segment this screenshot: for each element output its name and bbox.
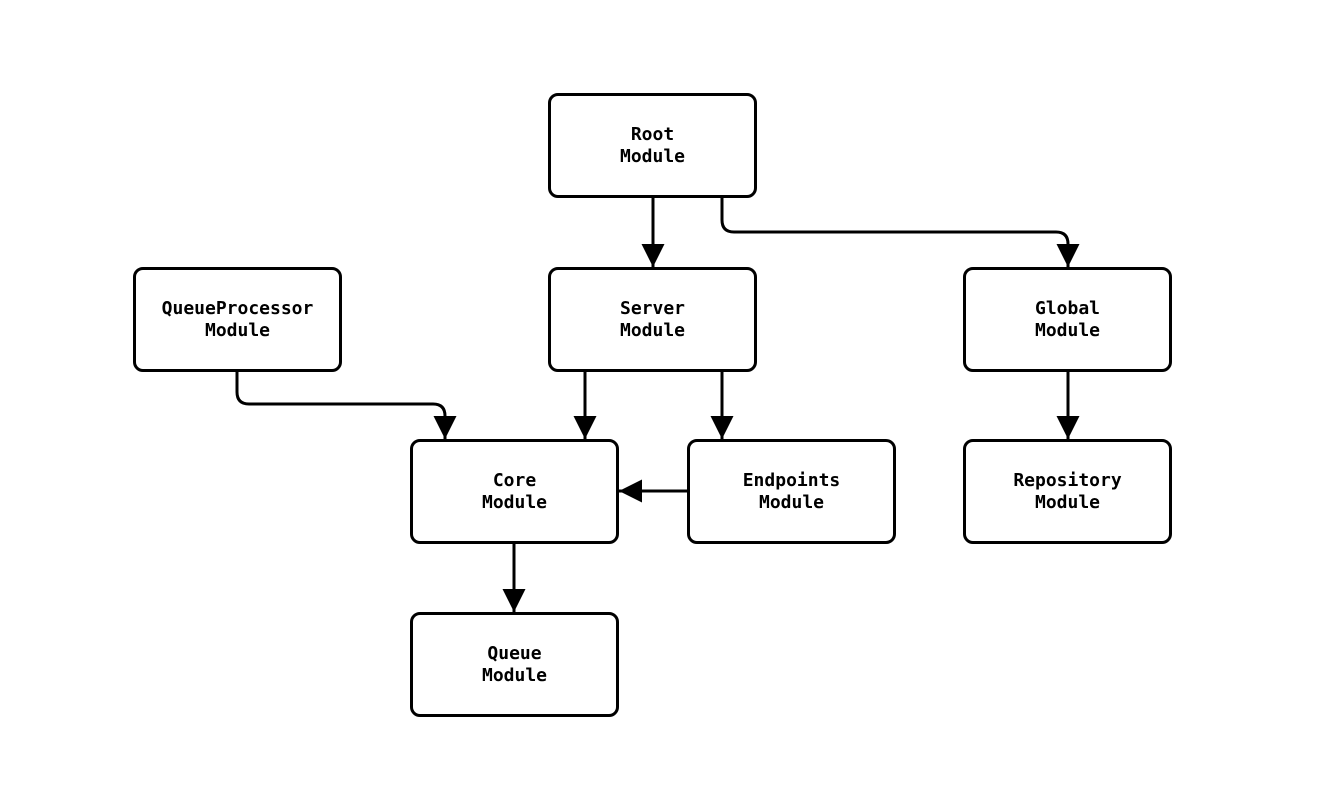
node-label-line: Module bbox=[758, 491, 825, 513]
node-label-line: Module bbox=[1034, 319, 1101, 341]
node-label-line: Queue bbox=[487, 642, 542, 664]
node-label-line: Module bbox=[619, 319, 686, 341]
node-label-line: Module bbox=[1034, 491, 1101, 513]
edge-root-to-global bbox=[720, 198, 1080, 267]
node-label-line: Endpoints bbox=[742, 469, 841, 491]
node-label-line: Global bbox=[1034, 297, 1101, 319]
node-label-line: Server bbox=[619, 297, 686, 319]
node-label-line: Module bbox=[204, 319, 271, 341]
node-label-line: Module bbox=[619, 145, 686, 167]
node-label-line: Module bbox=[481, 491, 548, 513]
node-label-line: QueueProcessor bbox=[161, 297, 314, 319]
node-label-line: Module bbox=[481, 664, 548, 686]
node-label-line: Repository bbox=[1013, 469, 1122, 491]
node-label-line: Core bbox=[492, 469, 537, 491]
node-label-line: Root bbox=[630, 123, 675, 145]
edge-queueprocessor-to-core bbox=[235, 372, 457, 439]
